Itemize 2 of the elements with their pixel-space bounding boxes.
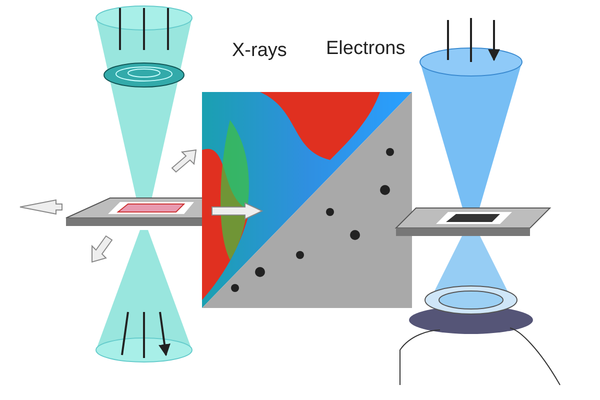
caption-label: Electrons	[326, 38, 406, 60]
caption-label: X-rays	[232, 40, 287, 62]
